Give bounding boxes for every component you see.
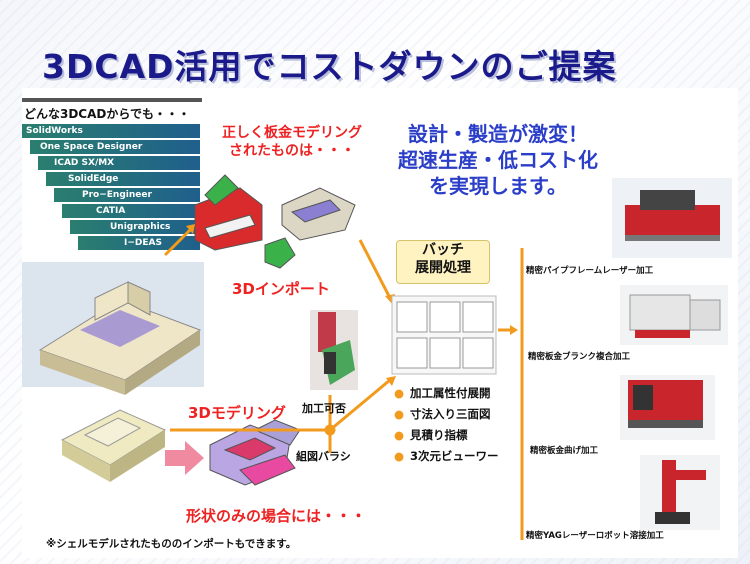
- pipe-laser-machine-photo: [612, 178, 732, 258]
- welding-robot-photo: [640, 455, 720, 530]
- output-item-label: 見積り指標: [410, 428, 468, 442]
- output-item-label: 加工属性付展開: [410, 386, 491, 400]
- output-list: ●加工属性付展開 ●寸法入り三面図 ●見積り指標 ●3次元ビューワー: [394, 383, 499, 467]
- press-brake-photo: [620, 375, 715, 440]
- machine-label-pipe-laser: 精密パイプフレームレーザー加工: [526, 266, 654, 276]
- cad-software-item: Unigraphics: [70, 220, 200, 234]
- machine-label-blank: 精密板金ブランク複合加工: [528, 352, 631, 362]
- headline-line1: 設計・製造が激変！: [408, 122, 588, 146]
- rendered-cad-part: [22, 262, 204, 395]
- cad-software-item: I−DEAS: [78, 236, 200, 250]
- sheet-metal-heading-line1: 正しく板金モデリング: [222, 125, 362, 141]
- unfolded-layout-sheets: [391, 295, 497, 375]
- sheet-metal-heading-line2: されたものは・・・: [229, 143, 355, 159]
- machine-label-bending: 精密板金曲げ加工: [530, 446, 599, 456]
- cad-software-item: SolidEdge: [46, 172, 200, 186]
- heading-bar: [22, 98, 202, 102]
- import-label: 3Dインポート: [232, 280, 330, 298]
- headline-line3: を実現します。: [429, 174, 567, 198]
- output-item: ●寸法入り三面図: [394, 407, 491, 421]
- output-item: ●3次元ビューワー: [394, 449, 499, 463]
- shape-only-label: 形状のみの場合には・・・: [186, 507, 367, 525]
- machine-label-welding: 精密YAGレーザーロボット溶接加工: [526, 531, 664, 541]
- sheet-metal-heading: 正しく板金モデリング されたものは・・・: [212, 124, 372, 160]
- headline: 設計・製造が激変！ 超速生産・低コスト化 を実現します。: [378, 121, 618, 199]
- blank-punch-machine-photo: [620, 285, 728, 345]
- modeling-label: 3Dモデリング: [188, 404, 286, 422]
- assembly-label: 組図バラシ: [296, 450, 351, 463]
- cad-software-item: Pro−Engineer: [54, 188, 200, 202]
- output-item-label: 寸法入り三面図: [410, 407, 491, 421]
- footnote: ※シェルモデルされたもののインポートもできます。: [46, 538, 297, 550]
- batch-line2: 展開処理: [415, 260, 471, 276]
- cad-software-item: One Space Designer: [30, 140, 200, 154]
- output-item: ●加工属性付展開: [394, 386, 491, 400]
- slide-title: 3DCAD活用でコストダウンのご提案: [42, 47, 617, 86]
- batch-line1: バッチ: [422, 242, 464, 258]
- batch-process-box: バッチ 展開処理: [396, 240, 490, 284]
- output-item: ●見積り指標: [394, 428, 468, 442]
- cad-subassembly-model: [310, 310, 358, 390]
- shell-model: [60, 409, 167, 482]
- cad-source-heading: どんな3DCADからでも・・・: [24, 107, 191, 121]
- sheet-metal-model: [194, 174, 356, 269]
- cad-software-item: CATIA: [62, 204, 200, 218]
- headline-line2: 超速生産・低コスト化: [398, 148, 598, 172]
- cad-software-item: ICAD SX/MX: [38, 156, 200, 170]
- output-item-label: 3次元ビューワー: [410, 449, 499, 463]
- cad-software-item: SolidWorks: [22, 124, 200, 138]
- machinability-label: 加工可否: [302, 402, 346, 415]
